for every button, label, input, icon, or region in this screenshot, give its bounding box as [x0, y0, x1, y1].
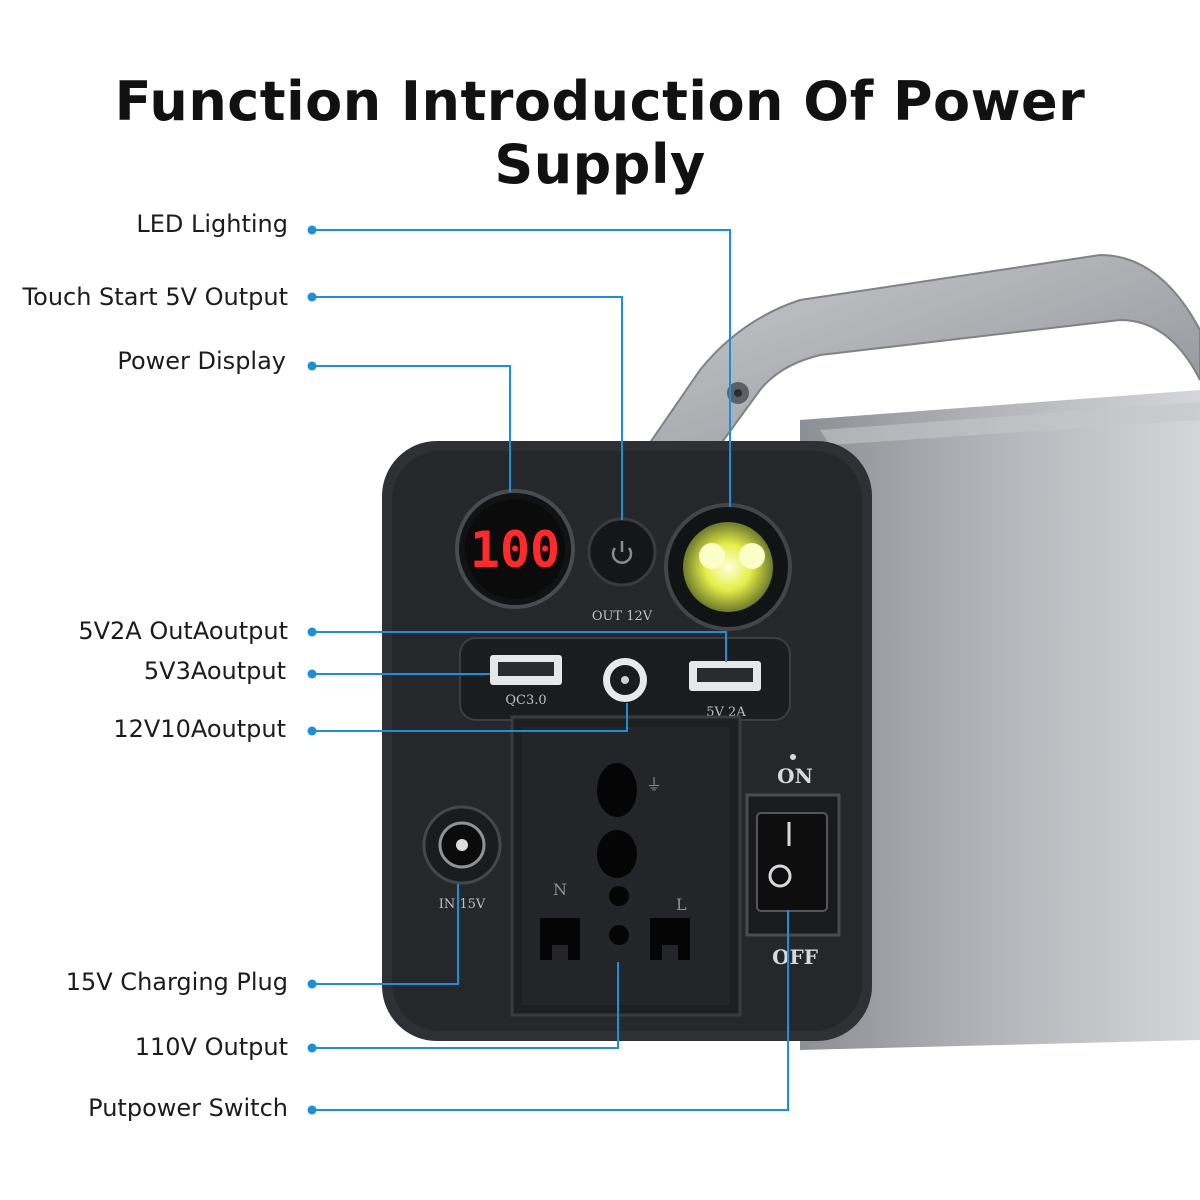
leader-lines	[312, 229, 789, 1111]
power-display-value: 100	[470, 521, 560, 579]
socket-n-mark: N	[553, 880, 567, 899]
leader-12v10a	[312, 703, 628, 732]
label-15v-charging-plug: 15V Charging Plug	[65, 968, 288, 996]
power-icon	[611, 541, 633, 564]
ground-mark-icon: ⏚	[646, 775, 662, 794]
leader-15v	[312, 884, 459, 985]
leader-display	[312, 365, 511, 492]
label-touch-start: Touch Start 5V Output	[22, 283, 288, 311]
leader-dots	[307, 225, 317, 1115]
leader-110v	[312, 962, 619, 1049]
leader-switch	[312, 910, 789, 1111]
out12v-label: OUT 12V	[592, 609, 653, 624]
in15v-label: IN 15V	[439, 897, 486, 912]
socket-holes	[540, 763, 690, 960]
label-5v2a-output: 5V2A OutAoutput	[78, 617, 288, 645]
switch-on-label: ON	[777, 764, 813, 788]
label-power-switch: Putpower Switch	[88, 1094, 288, 1122]
housing-body	[800, 390, 1200, 1050]
qc3-label: QC3.0	[505, 693, 546, 708]
label-power-display: Power Display	[117, 347, 286, 375]
socket-l-mark: L	[676, 895, 687, 914]
leader-5v2a	[312, 631, 727, 662]
label-led-lighting: LED Lighting	[136, 210, 288, 238]
page-title: Function Introduction Of Power Supply	[114, 70, 1086, 196]
label-110v-output: 110V Output	[134, 1033, 288, 1061]
label-5v3a-output: 5V3Aoutput	[143, 657, 286, 685]
label-12v10a-output: 12V10Aoutput	[113, 715, 286, 743]
led-lamp	[683, 522, 773, 612]
rocker-switch[interactable]	[756, 812, 828, 912]
leader-touch	[312, 296, 623, 520]
leader-led	[312, 229, 731, 507]
switch-off-label: OFF	[772, 945, 818, 969]
